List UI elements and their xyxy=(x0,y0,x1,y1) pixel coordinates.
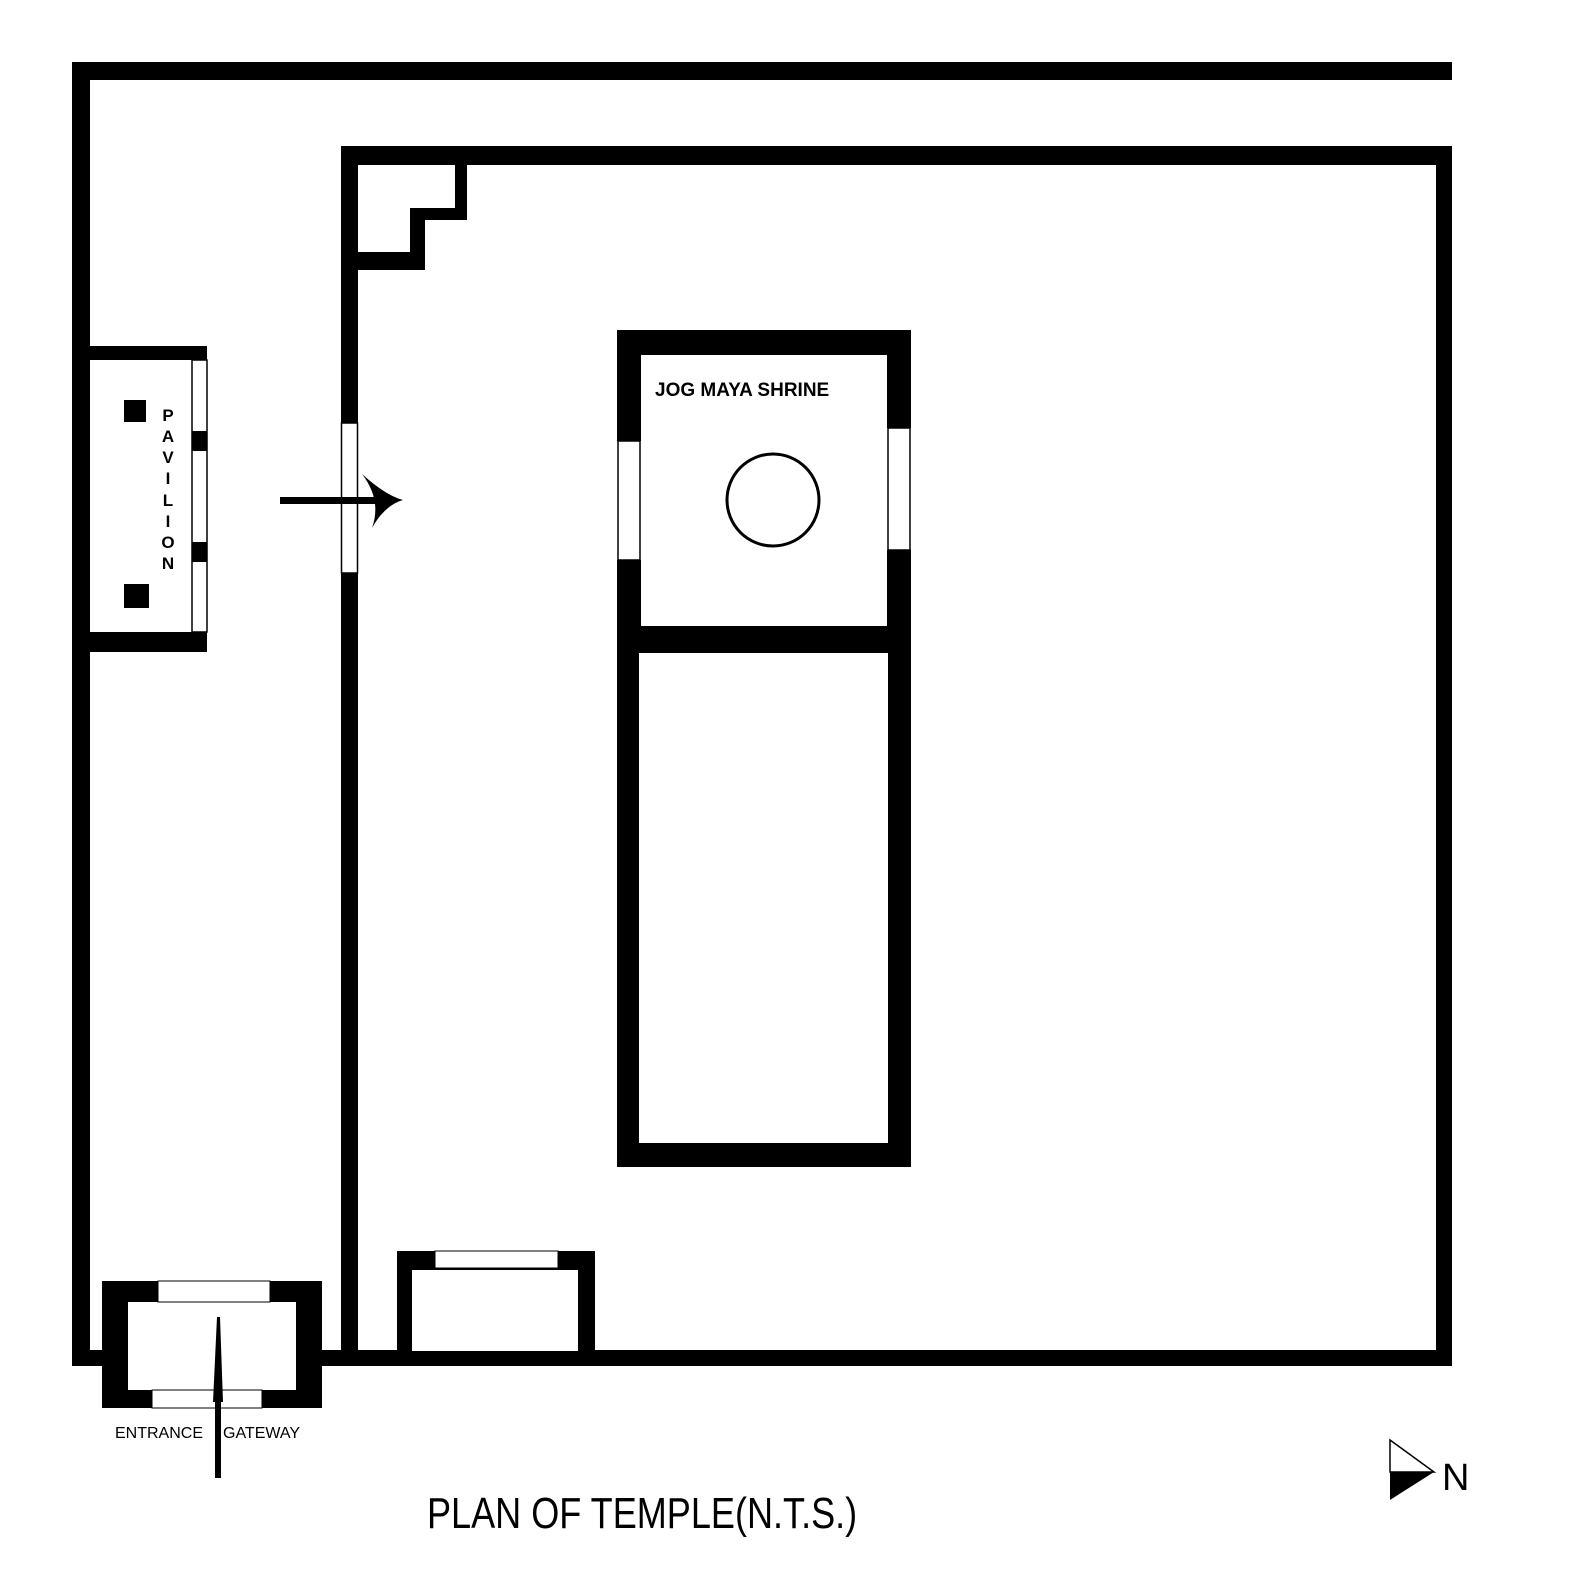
pavilion-label: P A V I L I O N xyxy=(161,406,174,573)
svg-text:N: N xyxy=(162,554,174,573)
svg-text:P: P xyxy=(162,406,173,425)
shrine-sanctum-circle xyxy=(725,452,821,548)
inner-enclosure-wall xyxy=(320,146,1452,1366)
pavilion-column xyxy=(124,400,146,422)
shrine-label: JOG MAYA SHRINE xyxy=(655,380,829,401)
pavilion-column xyxy=(124,584,149,608)
corner-stair xyxy=(358,165,467,270)
svg-text:I: I xyxy=(166,512,171,531)
svg-text:I: I xyxy=(166,469,171,488)
svg-text:O: O xyxy=(161,533,174,552)
north-label: N xyxy=(1442,1457,1469,1499)
svg-text:V: V xyxy=(162,448,174,467)
svg-text:A: A xyxy=(162,427,174,446)
entry-arrow-icon xyxy=(280,474,403,528)
outer-compound-wall xyxy=(72,62,1452,1366)
small-building xyxy=(397,1250,595,1366)
plan-title: PLAN OF TEMPLE(N.T.S.) xyxy=(427,1489,857,1538)
entrance-arrow-icon xyxy=(213,1317,223,1478)
entrance-label-right: GATEWAY xyxy=(223,1425,300,1442)
north-arrow-icon: N xyxy=(1389,1438,1469,1500)
entrance-label-left: ENTRANCE xyxy=(115,1425,203,1442)
svg-text:L: L xyxy=(163,491,173,510)
jog-maya-shrine: JOG MAYA SHRINE xyxy=(617,330,911,1167)
pavilion: P A V I L I O N xyxy=(90,346,208,652)
entrance-gateway: ENTRANCE GATEWAY xyxy=(102,1280,322,1478)
